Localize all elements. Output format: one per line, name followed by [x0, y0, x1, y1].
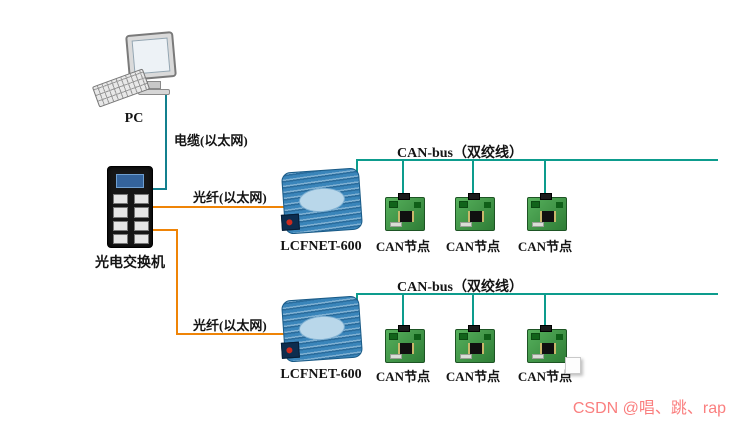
fiber-converter-2-icon: [280, 295, 364, 363]
switch-port: [113, 207, 128, 218]
converter-2-label: LCFNET-600: [280, 367, 362, 382]
can-node-component: [389, 333, 398, 340]
switch-port: [113, 220, 128, 231]
canbus-1-drop-1: [402, 159, 404, 198]
can-node-label: CAN节点: [375, 239, 431, 254]
fiber-line-2-segment-c: [176, 333, 293, 335]
switch-port: [134, 233, 149, 244]
switch-port: [134, 194, 149, 205]
ethernet-cable-line-vertical: [165, 94, 167, 190]
fiber-ethernet-switch-icon: [107, 166, 153, 248]
switch-port: [113, 233, 128, 244]
canbus-line-2: [356, 293, 718, 295]
can-node-board: [527, 325, 567, 363]
canbus-line-1-stub: [356, 159, 358, 175]
can-node-label: CAN节点: [445, 239, 501, 254]
can-node-board: [527, 193, 567, 231]
can-node-component: [414, 202, 421, 208]
can-node-label: CAN节点: [517, 369, 573, 384]
can-node-connector: [468, 193, 480, 200]
fiber-label-2: 光纤(以太网): [193, 318, 267, 333]
switch-label: 光电交换机: [95, 256, 165, 271]
can-node-chip: [398, 211, 414, 222]
canbus-2-drop-2: [472, 293, 474, 330]
can-node-component: [484, 334, 491, 340]
fiber-converter-1-icon: [280, 167, 364, 235]
pc-monitor-screen: [131, 37, 171, 75]
can-node-component: [459, 201, 468, 208]
can-node-component: [531, 201, 540, 208]
fiber-line-2-segment-a: [153, 229, 178, 231]
can-node-component: [459, 333, 468, 340]
can-node-connector: [540, 193, 552, 200]
can-node-label: CAN节点: [375, 369, 431, 384]
switch-port: [134, 220, 149, 231]
can-node-chip: [468, 211, 484, 222]
can-node-component: [390, 354, 402, 359]
converter-1-label: LCFNET-600: [280, 239, 362, 254]
fiber-label-1: 光纤(以太网): [193, 190, 267, 205]
switch-ports: [113, 194, 149, 244]
can-node-connector: [468, 325, 480, 332]
canbus-label-1: CAN-bus（双绞线）: [396, 146, 523, 161]
can-node-chip: [540, 343, 556, 354]
can-node-component: [532, 222, 544, 227]
switch-port: [134, 207, 149, 218]
can-node-board: [385, 193, 425, 231]
canbus-2-drop-1: [402, 293, 404, 330]
can-node-board: [385, 325, 425, 363]
pc-label: PC: [124, 111, 144, 126]
canbus-2-drop-3: [544, 293, 546, 330]
can-node-board: [455, 193, 495, 231]
can-node-label: CAN节点: [445, 369, 501, 384]
can-node-board: [455, 325, 495, 363]
switch-port: [113, 194, 128, 205]
switch-display: [116, 174, 144, 188]
can-node-chip: [398, 343, 414, 354]
can-node-component: [556, 202, 563, 208]
fiber-line-2-segment-b: [176, 229, 178, 335]
canbus-1-drop-2: [472, 159, 474, 198]
can-node-connector: [540, 325, 552, 332]
pc-keyboard-icon: [91, 68, 151, 108]
can-node-chip: [540, 211, 556, 222]
can-node-component: [414, 334, 421, 340]
can-node-connector: [398, 193, 410, 200]
fiber-line-1: [153, 206, 291, 208]
ethernet-cable-label: 电缆(以太网): [174, 133, 248, 148]
can-node-chip: [468, 343, 484, 354]
can-node-component: [460, 222, 472, 227]
can-node-connector: [398, 325, 410, 332]
canbus-line-1: [356, 159, 718, 161]
can-node-component: [484, 202, 491, 208]
cursor-artifact: [565, 357, 581, 374]
canbus-label-2: CAN-bus（双绞线）: [396, 280, 523, 295]
can-node-label: CAN节点: [517, 239, 573, 254]
can-node-component: [532, 354, 544, 359]
ethernet-cable-line-horizontal: [151, 188, 167, 190]
can-node-component: [531, 333, 540, 340]
can-node-component: [556, 334, 563, 340]
can-node-component: [460, 354, 472, 359]
watermark-text: CSDN @唱、跳、rap: [572, 400, 726, 417]
can-node-component: [389, 201, 398, 208]
can-node-component: [390, 222, 402, 227]
canbus-1-drop-3: [544, 159, 546, 198]
